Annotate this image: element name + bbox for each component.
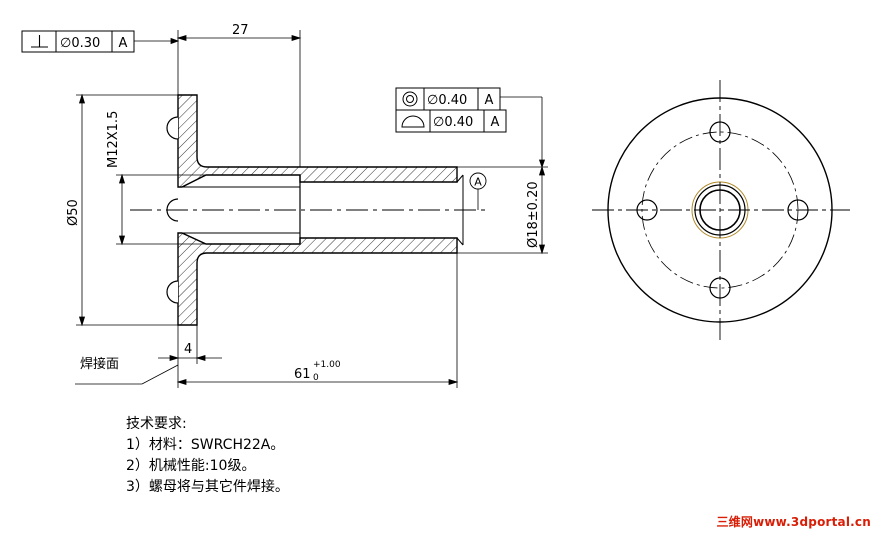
lower-wall-section xyxy=(177,232,458,326)
dim-27: 27 xyxy=(232,23,249,38)
dimension-labels: 27 M12X1.5 Ø50 Ø18±0.20 4 61 +1.00 0 焊接面… xyxy=(66,23,541,383)
perpendicular-icon xyxy=(31,35,48,48)
weld-projection-top xyxy=(166,116,179,140)
concentric-tol-value: ∅0.40 xyxy=(427,93,467,108)
dim-thread: M12X1.5 xyxy=(106,111,121,168)
note-item-1: 1）材料：SWRCH22A。 xyxy=(126,437,285,453)
datum-marker-circle xyxy=(469,172,487,190)
concentric-datum: A xyxy=(485,93,494,108)
dim-61: 61 xyxy=(294,367,311,382)
perp-datum: A xyxy=(119,36,128,51)
concentricity-icon xyxy=(402,91,418,107)
dim-61-upper-tol: +1.00 xyxy=(313,360,341,370)
dim-61-lower-tol: 0 xyxy=(313,373,319,383)
section-view xyxy=(130,94,490,326)
gdt-frame-surface-profile: ∅0.40 A xyxy=(395,109,507,133)
dimensions xyxy=(75,30,548,388)
site-watermark: 三维网www.3dportal.cn xyxy=(716,515,871,529)
notes-title: 技术要求: xyxy=(126,416,187,432)
gdt-frame-perpendicularity: ∅0.30 A xyxy=(21,30,135,53)
dim-dia50: Ø50 xyxy=(66,199,81,226)
profile-tol-value: ∅0.40 xyxy=(433,115,473,130)
surface-profile-icon xyxy=(401,115,425,128)
weld-projection-bottom xyxy=(166,280,179,304)
profile-datum: A xyxy=(491,115,500,130)
weld-face-label: 焊接面 xyxy=(80,356,119,372)
upper-wall-section xyxy=(177,94,458,188)
gdt-frame-concentricity: ∅0.40 A xyxy=(395,87,501,111)
dim-4: 4 xyxy=(184,342,192,357)
note-item-2: 2）机械性能:10级。 xyxy=(126,458,256,474)
end-view xyxy=(592,80,850,342)
datum-marker-label: A xyxy=(474,176,482,189)
perp-tol-value: ∅0.30 xyxy=(60,36,100,51)
dim-dia18: Ø18±0.20 xyxy=(526,181,541,248)
note-item-3: 3）螺母将与其它件焊接。 xyxy=(126,479,289,495)
technical-requirements: 技术要求: 1）材料：SWRCH22A。 2）机械性能:10级。 3）螺母将与其… xyxy=(126,414,289,498)
